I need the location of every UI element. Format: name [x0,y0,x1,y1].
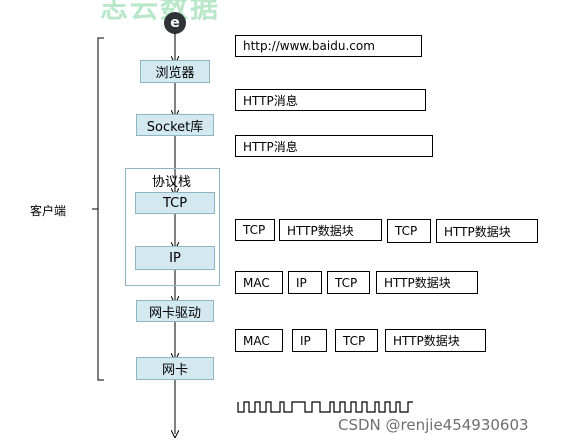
stage-tcp: TCP [135,192,215,214]
packet-http-message-1: HTTP消息 [235,89,426,111]
stage-ip: IP [135,246,215,270]
logo-text: 志云数据 [100,0,221,24]
packet-http-message-2: HTTP消息 [235,135,433,157]
packet-url: http://www.baidu.com [235,35,422,57]
stage-socket-library: Socket库 [136,114,214,136]
packet-tcp-header: TCP [335,329,378,352]
client-bracket [92,37,104,381]
packet-ip-header: IP [288,271,322,294]
stage-browser: 浏览器 [140,60,210,83]
signal-waveform [237,401,413,413]
packet-tcp-header: TCP [235,219,275,241]
protocol-stack-label: 协议栈 [152,175,192,190]
stage-nic: 网卡 [136,357,214,380]
protocol-stack-box [125,168,220,286]
packet-http-chunk: HTTP数据块 [279,219,382,241]
packet-mac-header: MAC [235,329,283,352]
packet-tcp-header: TCP [327,271,370,294]
packet-tcp-header: TCP [387,219,431,243]
stage-nic-driver: 网卡驱动 [136,300,214,322]
client-label: 客户端 [30,204,67,218]
packet-http-chunk: HTTP数据块 [376,271,478,294]
logo-badge-icon: e [164,12,186,34]
csdn-watermark: CSDN @renjie454930603 [338,416,529,434]
packet-http-chunk: HTTP数据块 [436,219,538,243]
packet-http-chunk: HTTP数据块 [385,329,486,352]
packet-ip-header: IP [292,329,327,352]
packet-mac-header: MAC [235,271,283,294]
